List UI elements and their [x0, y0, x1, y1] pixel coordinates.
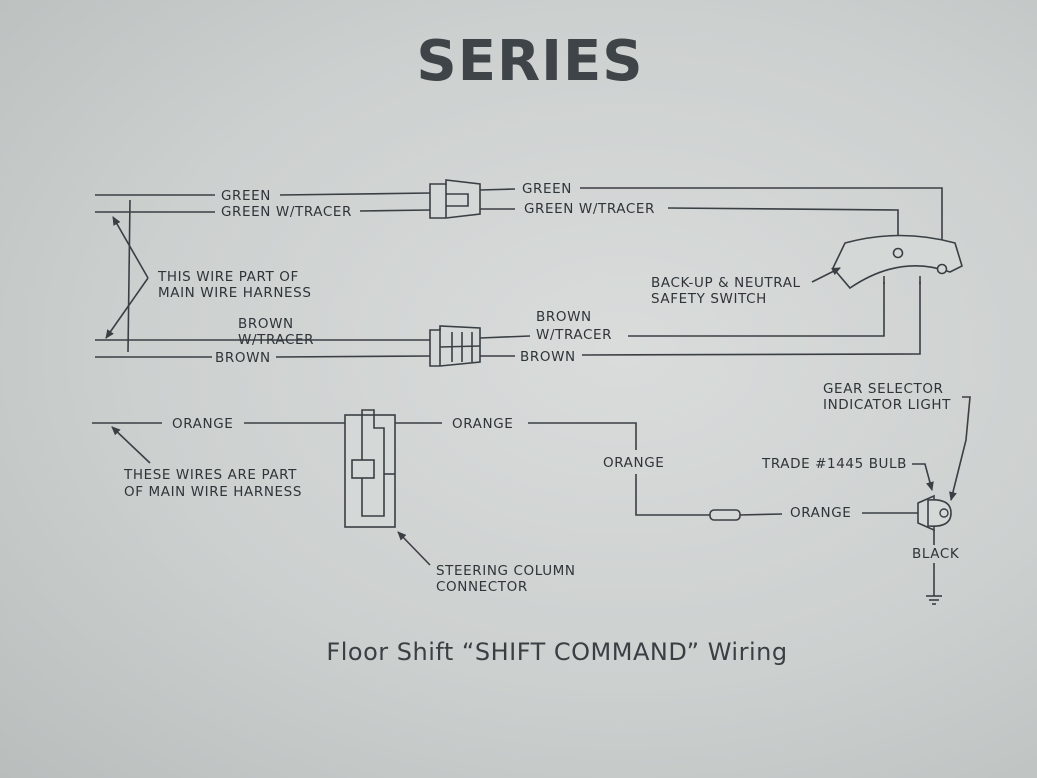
label-harness-b-2: OF MAIN WIRE HARNESS: [124, 484, 302, 500]
label-connector-2: CONNECTOR: [436, 579, 528, 595]
caption: Floor Shift “SHIFT COMMAND” Wiring: [326, 638, 787, 666]
green-connector: [429, 179, 481, 219]
label-connector-1: STEERING COLUMN: [436, 563, 576, 579]
label-green-tracer-right: GREEN W/TRACER: [524, 201, 655, 217]
label-brown-tracer-left-1: BROWN: [238, 316, 294, 332]
label-brown-right: BROWN: [520, 349, 576, 365]
indicator-bulb: [912, 396, 971, 605]
label-gear-1: GEAR SELECTOR: [823, 381, 944, 397]
label-switch-2: SAFETY SWITCH: [651, 291, 767, 307]
brown-connector: [429, 325, 481, 367]
harness-arrow-lower: [111, 426, 151, 464]
label-brown-tracer-right-1: BROWN: [536, 309, 592, 325]
green-tracer-wire: [95, 207, 899, 250]
label-brown-tracer-left-2: W/TRACER: [238, 332, 314, 348]
label-black: BLACK: [912, 546, 960, 562]
steering-column-connector: [344, 409, 431, 566]
label-switch-1: BACK-UP & NEUTRAL: [651, 275, 801, 291]
label-orange-mid: ORANGE: [452, 416, 513, 432]
label-orange-bulb: ORANGE: [790, 505, 851, 521]
label-gear-2: INDICATOR LIGHT: [823, 397, 951, 413]
brown-wire: [95, 282, 921, 358]
label-brown-tracer-right-2: W/TRACER: [536, 327, 612, 343]
safety-switch: [811, 234, 963, 290]
page-title: SERIES: [416, 29, 643, 94]
label-brown-left: BROWN: [215, 350, 271, 366]
label-orange-vertical: ORANGE: [603, 455, 664, 471]
brown-tracer-wire: [95, 282, 885, 341]
label-harness-b-1: THESE WIRES ARE PART: [123, 467, 297, 483]
inline-connector: [709, 509, 741, 521]
label-harness-1: THIS WIRE PART OF: [157, 269, 299, 285]
orange-wire: [92, 422, 918, 516]
label-green-right: GREEN: [522, 181, 572, 197]
label-green-left: GREEN: [221, 188, 271, 204]
label-orange-left: ORANGE: [172, 416, 233, 432]
harness-arrows-upper: [105, 199, 149, 353]
label-harness-2: MAIN WIRE HARNESS: [158, 285, 312, 301]
label-green-tracer-left: GREEN W/TRACER: [221, 204, 352, 220]
label-bulb: TRADE #1445 BULB: [761, 456, 907, 472]
